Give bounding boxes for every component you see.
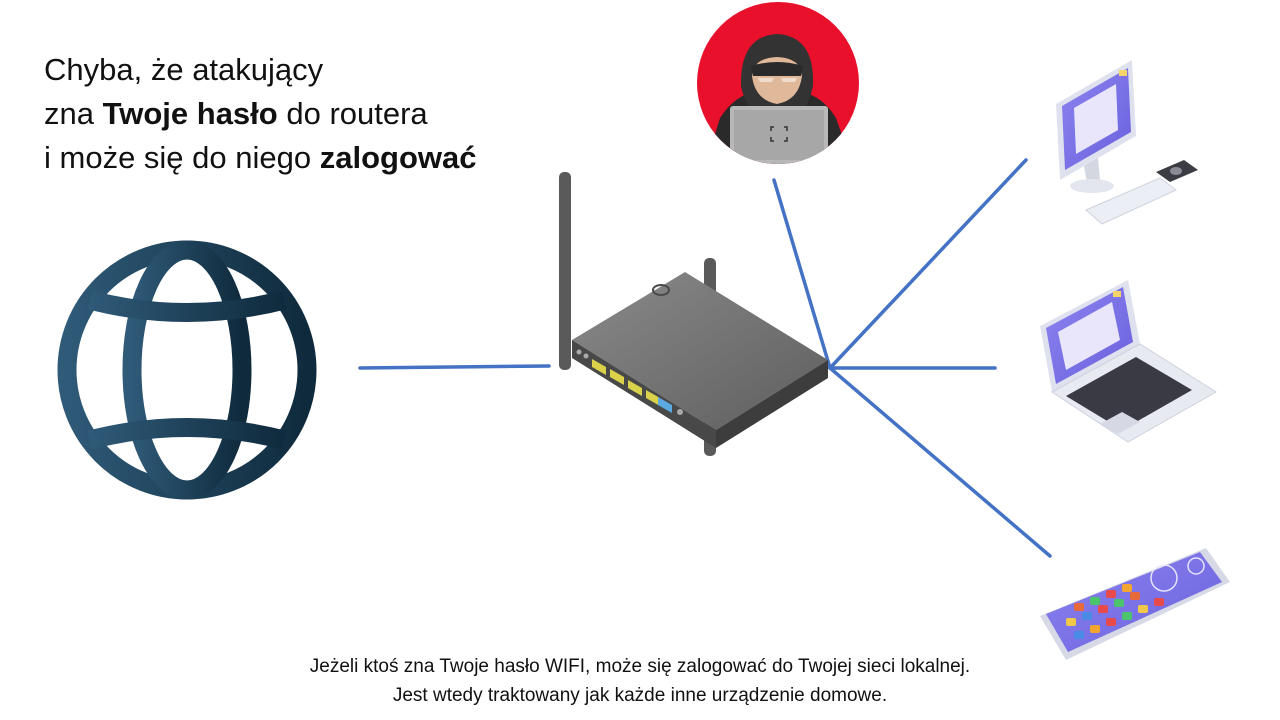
heading-emphasis-login: zalogować [319,140,477,175]
caption-line-1: Jeżeli ktoś zna Twoje hasło WIFI, może s… [309,656,971,677]
heading-text: i może się do niego [44,140,320,175]
link-hacker-router [772,178,832,370]
link-internet-router [358,364,551,370]
heading-text: Chyba, że atakujący [44,52,324,87]
heading-line-2: zna Twoje hasło do routera [44,92,476,136]
slide-heading: Chyba, że atakujący zna Twoje hasło do r… [44,48,476,180]
connection-lines [358,158,1052,558]
heading-line-1: Chyba, że atakujący [44,48,476,92]
caption-line-2: Jest wtedy traktowany jak każde inne urz… [392,685,888,706]
smartphone-icon [1040,548,1230,660]
desktop-computer-icon [1056,60,1198,225]
router-icon [559,172,828,456]
slide-caption: Jeżeli ktoś zna Twoje hasło WIFI, może s… [270,652,1010,710]
link-router-phone [828,366,1052,558]
heading-text: zna [44,96,103,131]
hacker-icon [697,2,859,164]
link-router-desktop [828,158,1028,370]
heading-text: do routera [277,96,428,131]
heading-emphasis-password: Twoje hasło [102,96,278,131]
globe-icon [57,240,317,500]
laptop-icon [1040,280,1217,443]
heading-line-3: i może się do niego zalogować [44,136,476,180]
